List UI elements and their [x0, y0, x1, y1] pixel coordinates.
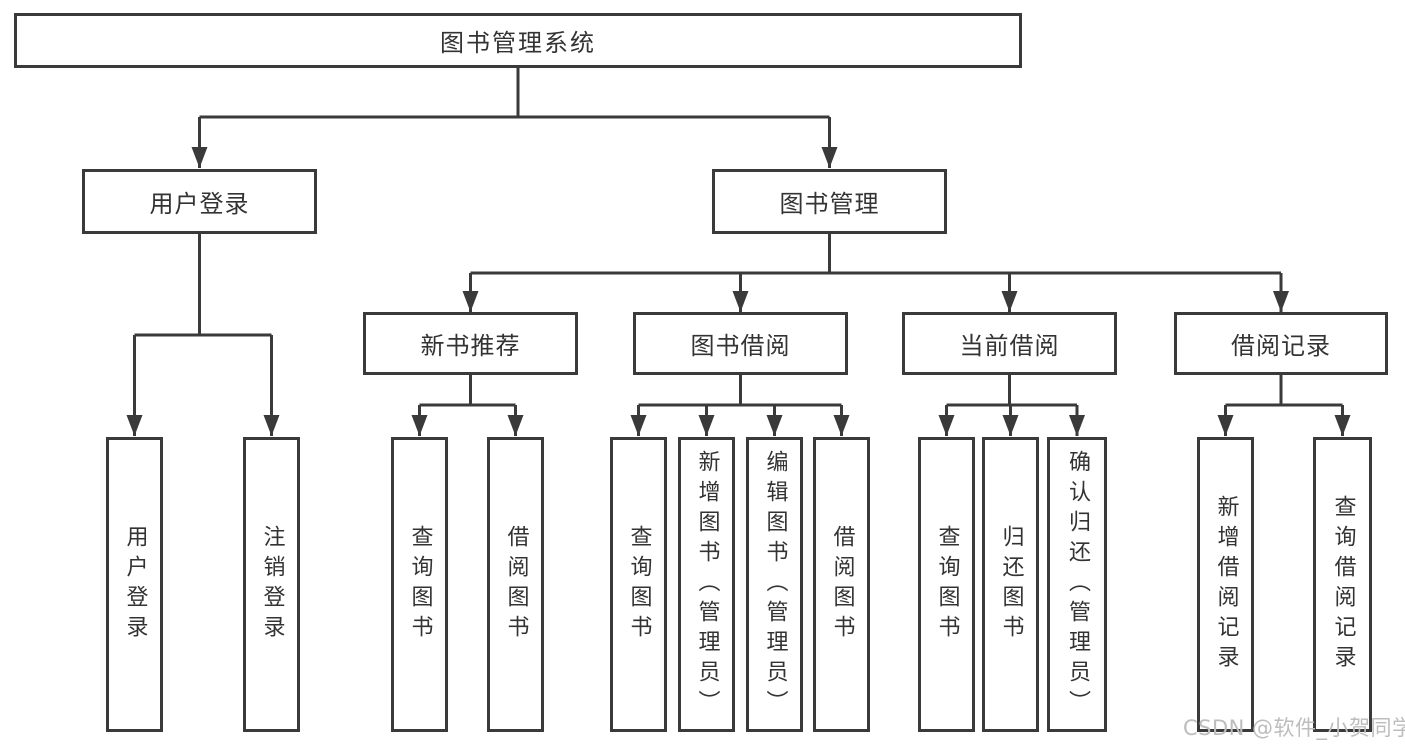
- watermark-text: CSDN @软件_小贺同学: [1183, 716, 1405, 740]
- node-leaf-query-borrow-record: 查询借阅记录: [1313, 437, 1372, 732]
- node-leaf-return-books: 归还图书: [982, 437, 1039, 732]
- node-book-management: 图书管理: [712, 169, 947, 234]
- node-user-login: 用户登录: [82, 169, 317, 234]
- node-leaf-borrow-books: 借阅图书: [813, 437, 870, 732]
- node-leaf-user-login: 用户登录: [106, 437, 163, 732]
- node-leaf-add-books-admin: 新增图书（管理员）: [678, 437, 735, 732]
- node-leaf-edit-books-admin: 编辑图书（管理员）: [746, 437, 803, 732]
- node-leaf-query-books-current: 查询图书: [918, 437, 975, 732]
- node-leaf-query-books-borrowing: 查询图书: [610, 437, 667, 732]
- node-library-management-system: 图书管理系统: [14, 13, 1022, 68]
- node-leaf-query-books-recommend: 查询图书: [391, 437, 448, 732]
- node-leaf-borrow-books-recommend: 借阅图书: [487, 437, 544, 732]
- node-leaf-confirm-return-admin: 确认归还（管理员）: [1047, 437, 1107, 732]
- node-new-book-recommendation: 新书推荐: [363, 312, 578, 375]
- connector-trunks: [134, 68, 1343, 407]
- node-leaf-add-borrow-record: 新增借阅记录: [1197, 437, 1254, 732]
- node-book-borrowing: 图书借阅: [633, 312, 848, 375]
- node-current-borrowing: 当前借阅: [902, 312, 1117, 375]
- node-borrowing-records: 借阅记录: [1174, 312, 1388, 375]
- node-leaf-logout: 注销登录: [243, 437, 300, 732]
